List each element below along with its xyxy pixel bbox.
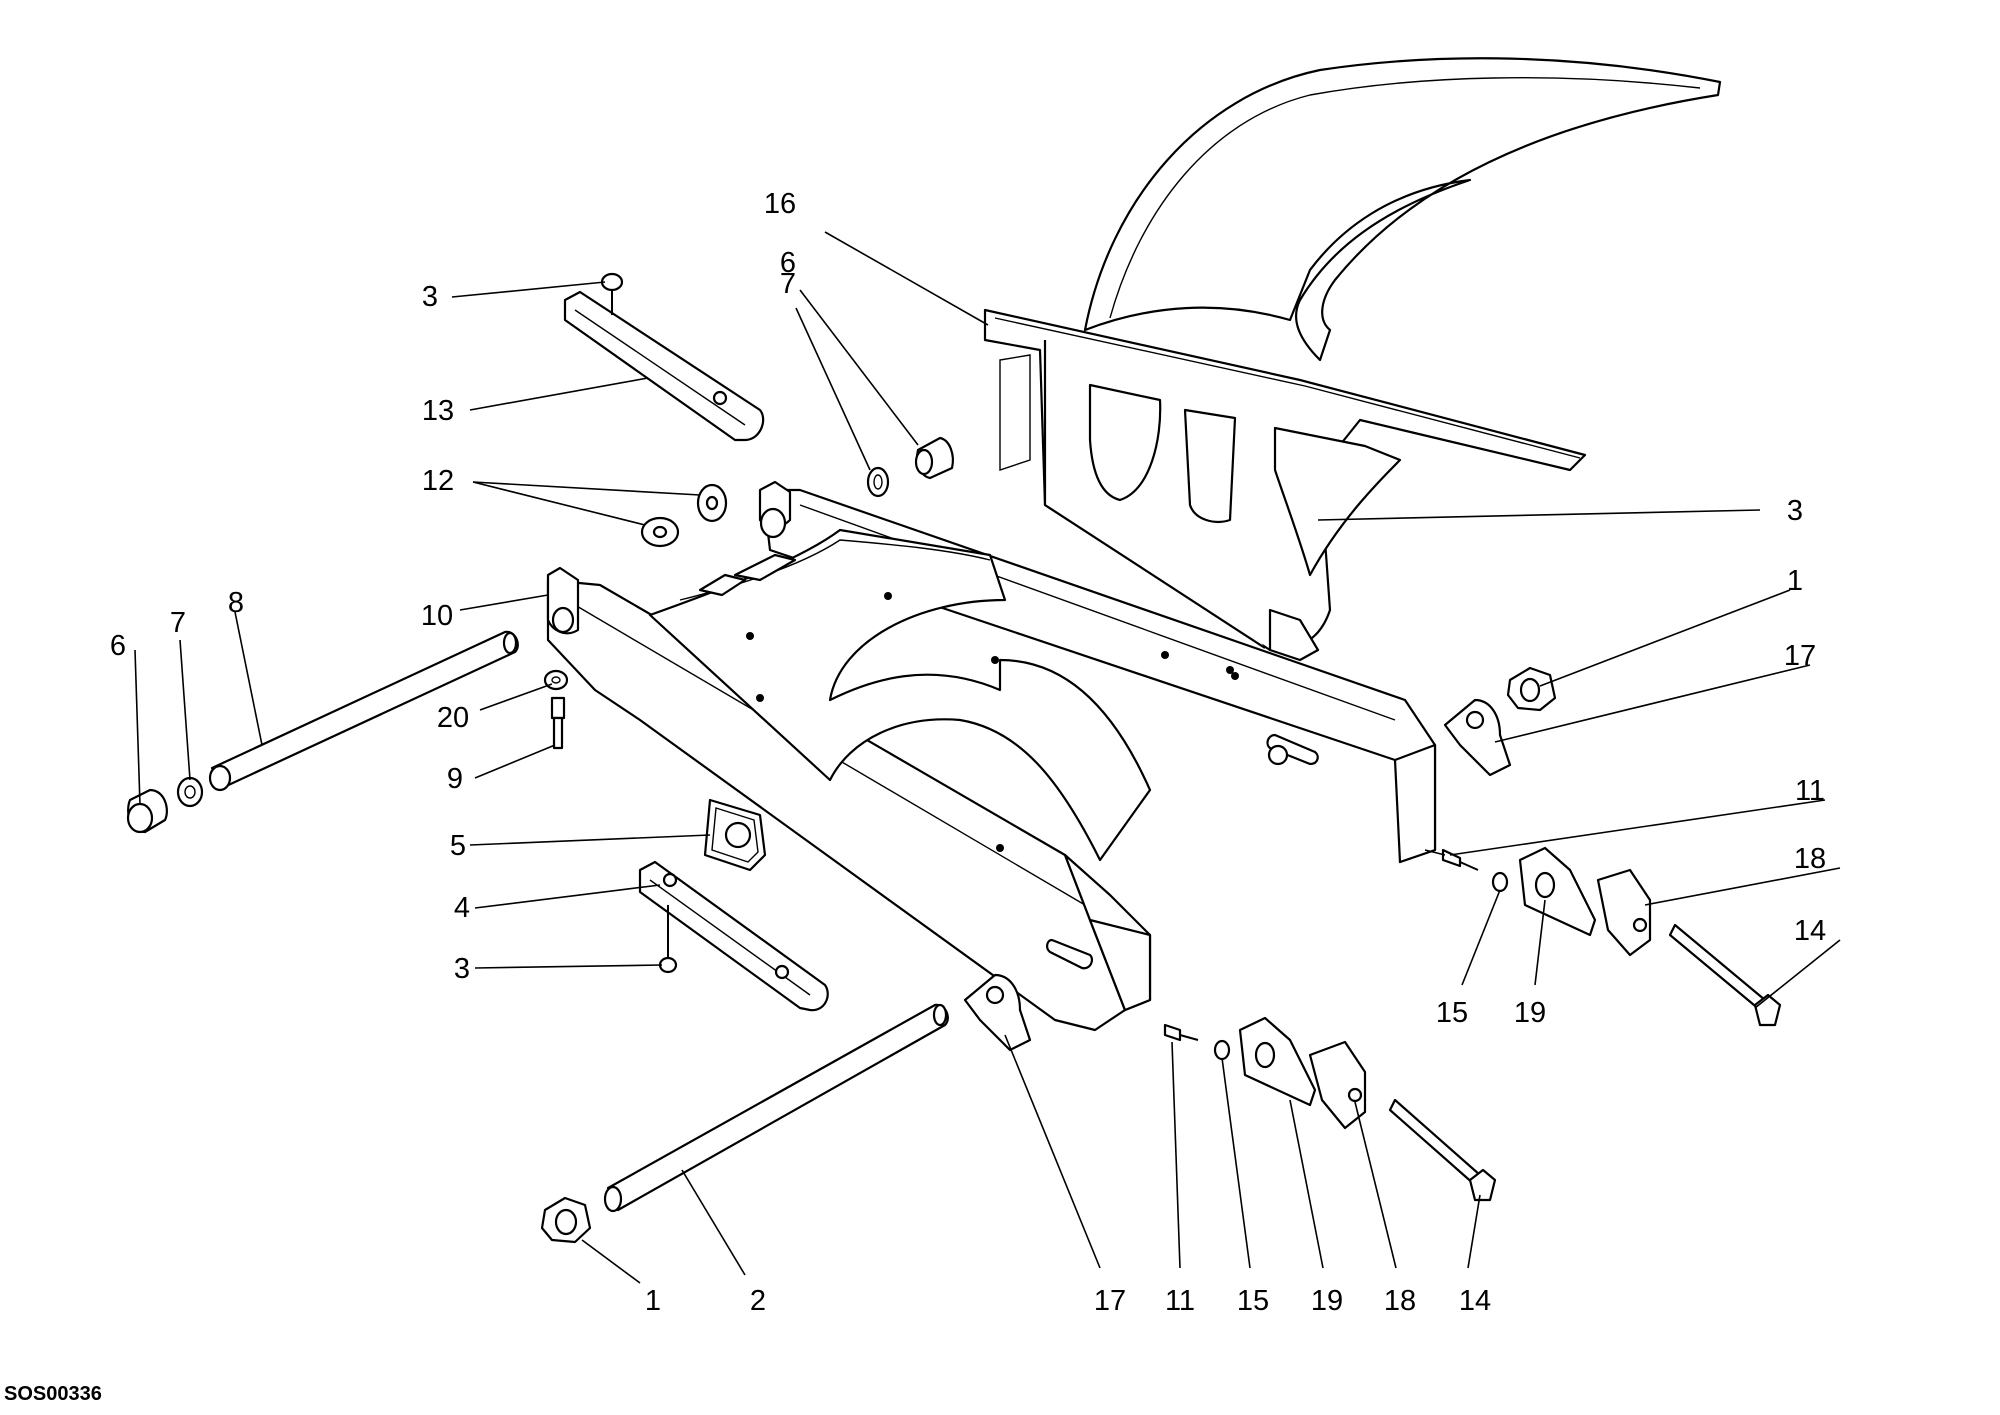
rear-axle — [540, 1003, 949, 1244]
callout-9: 9 — [447, 763, 463, 795]
callout-19: 19 — [1311, 1285, 1343, 1317]
upper-clip — [866, 466, 890, 498]
callout-labels: 16 6 3 7 13 12 3 1 17 10 6 7 8 20 9 11 1… — [110, 188, 1826, 1317]
callout-6: 6 — [780, 247, 796, 279]
chain-adjuster-left — [1163, 1016, 1497, 1202]
callout-19: 19 — [1514, 997, 1546, 1029]
washer-bolt — [543, 669, 569, 750]
adjuster-plate-left — [963, 973, 1032, 1052]
callout-3: 3 — [454, 953, 470, 985]
adjuster-plate-right — [1443, 698, 1512, 777]
pivot-shaft — [126, 630, 519, 834]
callout-15: 15 — [1436, 997, 1468, 1029]
callout-13: 13 — [422, 395, 454, 427]
chain-slider-upper — [563, 290, 765, 442]
drawing-code: SOS00336 — [4, 1383, 102, 1405]
nut-right — [1506, 666, 1557, 712]
screw-lower — [658, 905, 678, 974]
callout-17: 17 — [1784, 640, 1816, 672]
callout-15: 15 — [1237, 1285, 1269, 1317]
plate — [703, 798, 767, 872]
rear-fender-chain-guard — [983, 57, 1722, 662]
callout-4: 4 — [454, 892, 470, 924]
callout-3: 3 — [422, 281, 438, 313]
callout-20: 20 — [437, 702, 469, 734]
callout-1: 1 — [1787, 565, 1803, 597]
callout-18: 18 — [1384, 1285, 1416, 1317]
callout-2: 2 — [750, 1285, 766, 1317]
callout-14: 14 — [1459, 1285, 1491, 1317]
callout-5: 5 — [450, 830, 466, 862]
callout-10: 10 — [421, 600, 453, 632]
chain-slider-lower — [638, 860, 829, 1012]
callout-11: 11 — [1795, 775, 1825, 807]
callout-1: 1 — [645, 1285, 661, 1317]
callout-16: 16 — [764, 188, 796, 220]
callout-11: 11 — [1165, 1285, 1195, 1317]
callout-18: 18 — [1794, 843, 1826, 875]
callout-7: 7 — [170, 607, 186, 639]
callout-3: 3 — [1787, 495, 1803, 527]
callout-7: 7 — [780, 268, 796, 300]
callout-17: 17 — [1094, 1285, 1126, 1317]
leader-lines — [134, 231, 1841, 1284]
washers — [640, 483, 728, 548]
callout-6: 6 — [110, 630, 126, 662]
callout-8: 8 — [228, 587, 244, 619]
callout-14: 14 — [1794, 915, 1826, 947]
callout-12: 12 — [422, 465, 454, 497]
chain-adjuster-right — [1441, 846, 1782, 1027]
swingarm — [546, 480, 1437, 1032]
upper-spacer — [914, 436, 954, 480]
